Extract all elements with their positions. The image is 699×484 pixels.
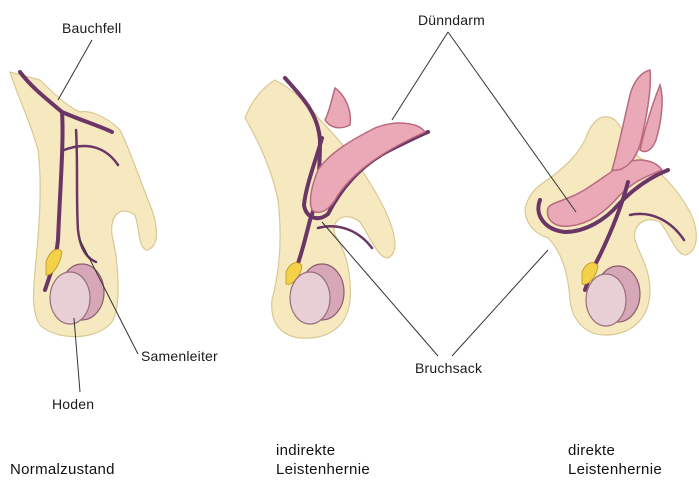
caption-normal: Normalzustand xyxy=(10,460,115,479)
testis-direct xyxy=(586,274,626,326)
caption-normal-text: Normalzustand xyxy=(10,460,115,479)
panel-direct xyxy=(525,70,696,335)
caption-indirect-line2: Leistenhernie xyxy=(276,460,370,479)
caption-direct-line1: direkte xyxy=(568,441,662,460)
caption-direct-line2: Leistenhernie xyxy=(568,460,662,479)
testis-indirect xyxy=(290,272,330,324)
label-bruchsack: Bruchsack xyxy=(415,360,482,376)
label-samenleiter: Samenleiter xyxy=(141,348,218,364)
leader-bauchfell xyxy=(58,40,92,100)
intestine-indirect-top xyxy=(325,88,350,128)
label-hoden: Hoden xyxy=(52,396,94,412)
leader-duenndarm-right xyxy=(448,32,576,212)
caption-direct: direkte Leistenhernie xyxy=(568,441,662,479)
caption-indirect: indirekte Leistenhernie xyxy=(276,441,370,479)
label-duenndarm: Dünndarm xyxy=(418,12,485,28)
leader-duenndarm-left xyxy=(392,32,448,120)
panel-indirect xyxy=(245,78,428,338)
label-bauchfell: Bauchfell xyxy=(62,20,121,36)
testis-normal xyxy=(50,272,90,324)
caption-indirect-line1: indirekte xyxy=(276,441,370,460)
intestine-direct-up xyxy=(612,70,650,170)
panel-normal xyxy=(10,72,157,337)
leader-bruchsack-right xyxy=(452,250,548,356)
